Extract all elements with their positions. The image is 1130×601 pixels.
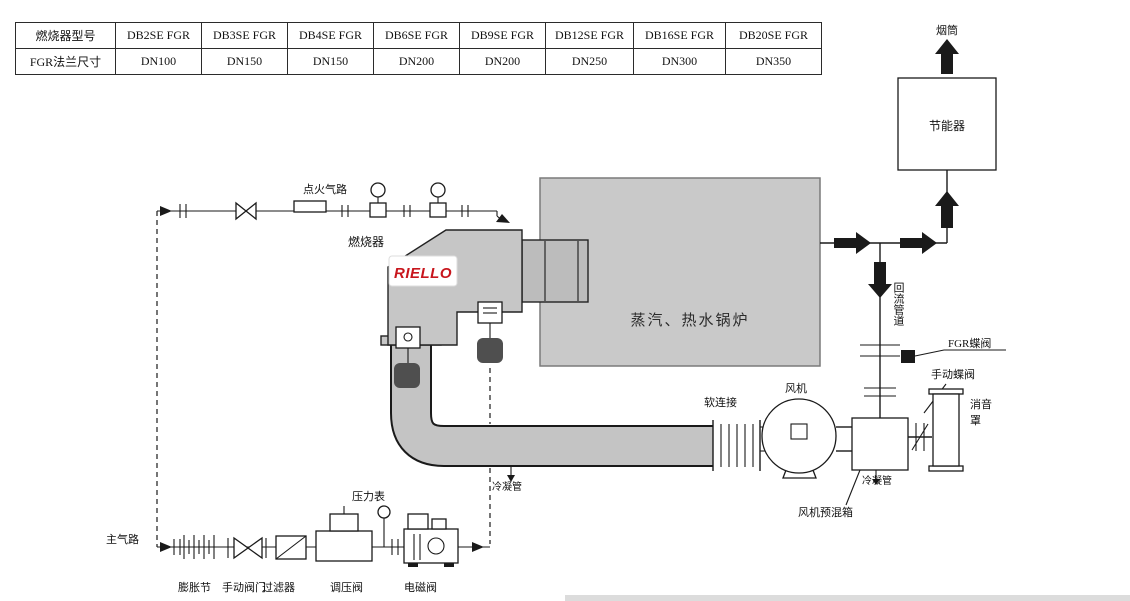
table-row-models: 燃烧器型号 DB2SE FGR DB3SE FGR DB4SE FGR DB6S…: [15, 22, 822, 49]
model-cell: DB2SE FGR: [115, 22, 202, 49]
manual-butterfly-valve-symbol: [911, 423, 929, 451]
burner-label: 燃烧器: [348, 234, 384, 249]
fan-symbol: [761, 398, 837, 479]
flow-arrow-icon: [472, 542, 484, 552]
size-cell: DN200: [373, 48, 460, 75]
table-row-flange-sizes: FGR法兰尺寸 DN100 DN150 DN150 DN200 DN200 DN…: [15, 48, 822, 75]
ignition-gas-line-group: 点火气路: [157, 182, 510, 223]
fgr-spec-table-wrap: 燃烧器型号 DB2SE FGR DB3SE FGR DB4SE FGR DB6S…: [15, 22, 822, 75]
economizer-group: 节能器: [897, 77, 997, 171]
return-pipe-label: 回流管道: [892, 282, 905, 326]
fan-label: 风机: [785, 381, 807, 395]
model-cell: DB4SE FGR: [287, 22, 374, 49]
ignition-valve-icon: [244, 201, 257, 221]
manual-valve-label: 手动阀门: [222, 580, 266, 594]
manual-butterfly-valve-label: 手动蝶阀: [931, 367, 975, 381]
size-cell: DN300: [633, 48, 726, 75]
ignition-solenoid-icon: [429, 202, 447, 218]
condensate-left-label: 冷凝管: [492, 480, 522, 493]
size-cell: DN250: [545, 48, 634, 75]
premix-box-symbol: [851, 417, 909, 471]
filter-label: 过滤器: [262, 581, 295, 594]
filter-symbol: [275, 535, 307, 560]
size-cell: DN150: [287, 48, 374, 75]
flow-arrow-icon: [496, 214, 510, 223]
expansion-joint-label: 膨胀节: [178, 580, 211, 594]
main-gas-line-label: 主气路: [106, 532, 139, 546]
ignition-solenoid-icon: [369, 202, 387, 218]
flow-arrow-up-icon: [935, 191, 959, 228]
solenoid-valve-symbol: [403, 513, 459, 567]
flue-duct-group: [820, 170, 959, 254]
row2-header: FGR法兰尺寸: [15, 48, 116, 75]
chimney-group: 烟筒: [935, 23, 959, 74]
flex-joint-symbol: [712, 420, 765, 471]
condensate-tap-icon: [507, 475, 515, 482]
burner-gas-valve: [477, 338, 503, 363]
ignition-valve-icon: [235, 201, 248, 221]
burner-servo-box: [395, 326, 421, 349]
premix-box-label: 风机预混箱: [798, 505, 853, 519]
economizer-box: [897, 77, 997, 171]
flow-arrow-down-icon: [868, 262, 892, 298]
brand-plate: [388, 255, 458, 287]
chimney-label: 烟筒: [936, 23, 958, 37]
burner-gas-valve: [394, 363, 420, 388]
flow-arrow-right-icon: [834, 232, 871, 254]
ignition-regulator-icon: [293, 200, 327, 213]
manual-valve-symbol: [227, 536, 267, 560]
expansion-joint-symbol: [183, 535, 215, 559]
boiler-label: 蒸汽、热水锅炉: [630, 312, 749, 329]
solenoid-valve-label: 电磁阀: [404, 580, 437, 594]
fgr-valve-label: FGR蝶阀: [948, 336, 991, 350]
brand-logo: RIELLO: [394, 265, 452, 282]
row1-header: 燃烧器型号: [15, 22, 116, 49]
gas-train-group: 主气路 膨胀节 手动阀门: [106, 489, 490, 594]
model-cell: DB16SE FGR: [633, 22, 726, 49]
return-duct-group: FGR蝶阀 回流管道 手动蝶阀: [860, 243, 1006, 418]
regulator-valve-label: 调压阀: [330, 580, 363, 594]
model-cell: DB12SE FGR: [545, 22, 634, 49]
silencer-label-line1: 消音: [970, 397, 992, 411]
condensate-right-label: 冷凝管: [862, 474, 892, 487]
fgr-valve-symbol: [901, 350, 915, 363]
size-cell: DN350: [725, 48, 822, 75]
air-duct-group: 冷凝管 软连接 风机: [390, 345, 992, 519]
model-cell: DB20SE FGR: [725, 22, 822, 49]
silencer-label-line2: 罩: [970, 414, 981, 427]
flow-arrow-right-icon: [900, 232, 937, 254]
chimney-arrow-up-icon: [935, 39, 959, 74]
pressure-gauge-symbol: [377, 505, 391, 547]
ignition-line-label: 点火气路: [303, 182, 347, 196]
size-cell: DN150: [201, 48, 288, 75]
size-cell: DN200: [459, 48, 546, 75]
economizer-label: 节能器: [929, 119, 965, 133]
pressure-gauge-label: 压力表: [352, 489, 385, 503]
flex-joint-label: 软连接: [704, 395, 737, 409]
condensate-tap-icon: [872, 479, 880, 485]
fgr-spec-table: 燃烧器型号 DB2SE FGR DB3SE FGR DB4SE FGR DB6S…: [15, 22, 822, 75]
silencer-symbol: [928, 388, 964, 472]
regulator-valve-symbol: [315, 506, 373, 562]
burner-group: RIELLO 燃烧器: [348, 229, 589, 388]
flow-arrow-icon: [160, 542, 172, 552]
flow-arrow-icon: [160, 206, 172, 216]
bottom-edge: [565, 595, 1130, 601]
size-cell: DN100: [115, 48, 202, 75]
air-pipe: [392, 345, 713, 465]
